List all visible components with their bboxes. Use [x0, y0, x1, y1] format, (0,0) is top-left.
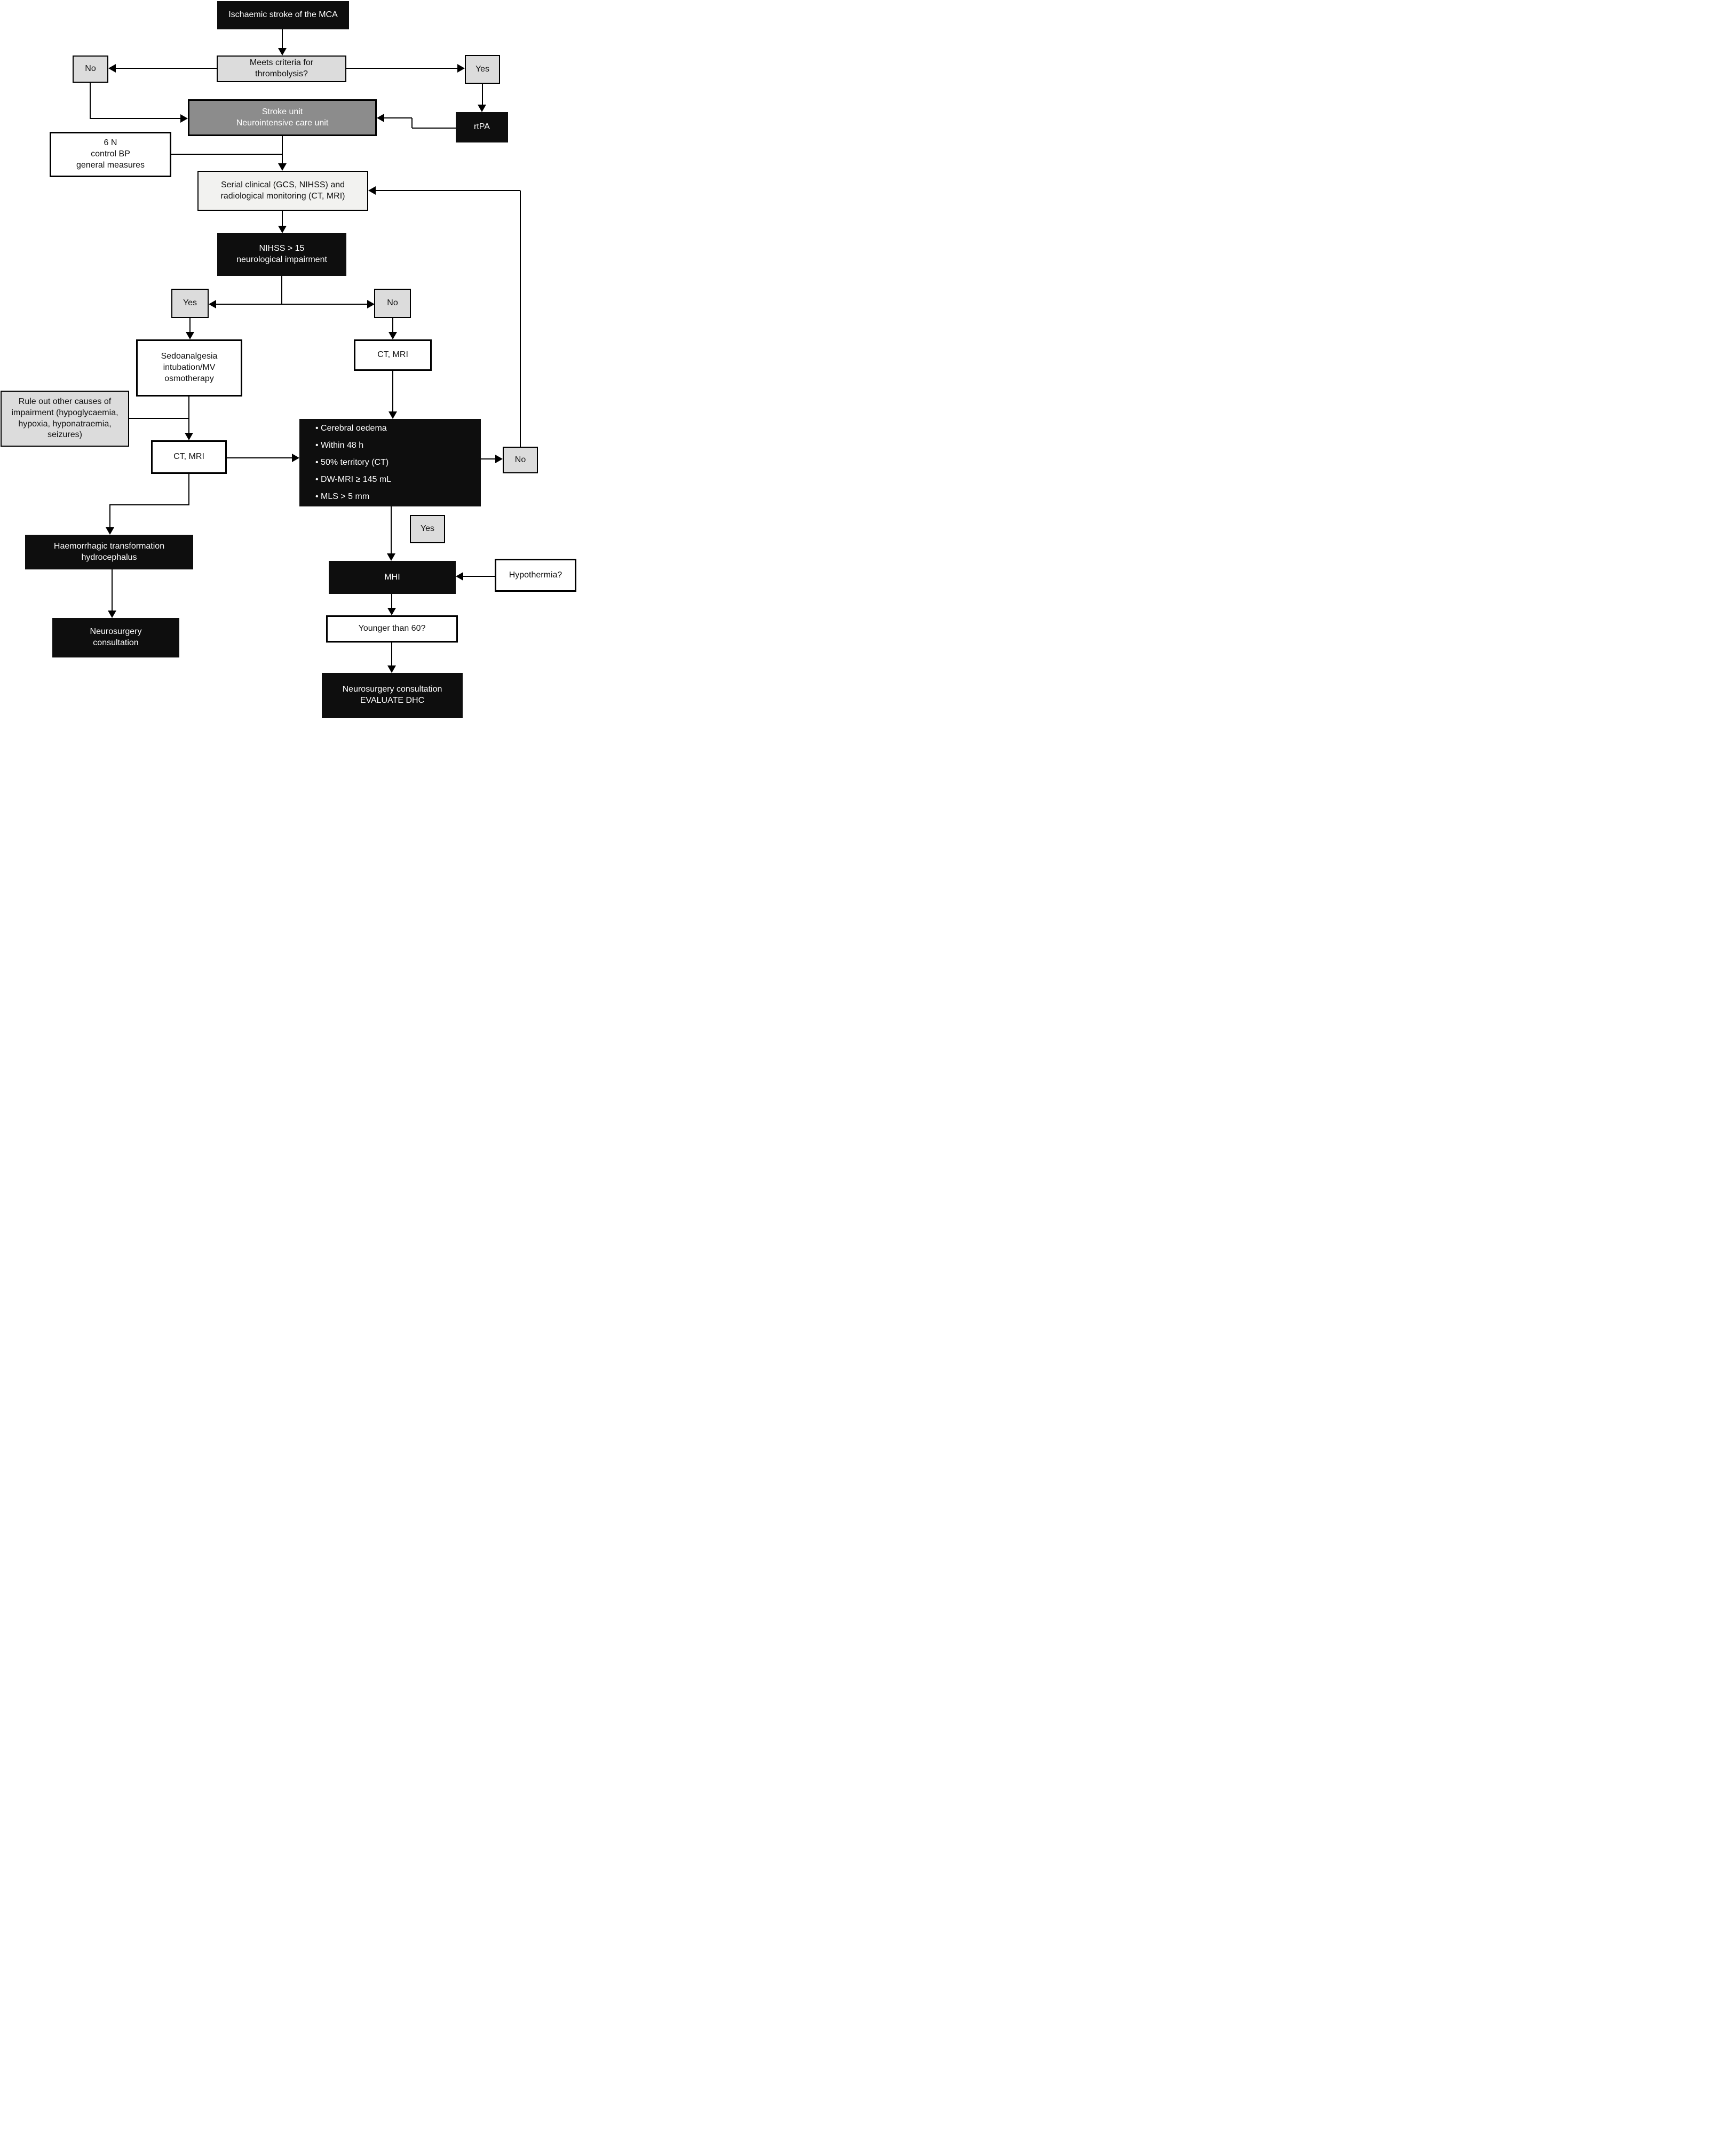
node-ct-mri-right: CT, MRI	[354, 339, 432, 371]
connector-ctmri-to-haem-v1	[188, 474, 189, 505]
node-stroke-unit: Stroke unit Neurointensive care unit	[188, 99, 377, 136]
node-neurosurgery-evaluate-dhc: Neurosurgery consultation EVALUATE DHC	[322, 673, 463, 718]
connector-ctmri-to-haem-h	[109, 504, 189, 505]
arrowhead-down-icon	[186, 332, 194, 339]
connector-stroke-to-criteria	[282, 29, 283, 48]
node-serial-monitoring: Serial clinical (GCS, NIHSS) and radiolo…	[197, 171, 368, 211]
connector-ctmri-to-haem-v2	[109, 504, 110, 527]
connector-nihss-split-h	[216, 304, 367, 305]
arrowhead-down-icon	[278, 226, 287, 233]
connector-serial-to-nihss	[282, 211, 283, 226]
arrowhead-left-icon	[456, 572, 463, 581]
arrowhead-down-icon	[389, 332, 397, 339]
connector-mhi-to-younger	[391, 594, 392, 608]
connector-strokeunit-to-serial	[282, 136, 283, 163]
connector-sedo-to-ctmri	[188, 397, 189, 433]
connector-rtpa-to-strokeunit-v	[411, 118, 413, 128]
arrowhead-down-icon	[106, 527, 114, 535]
connector-hypothermia-to-mhi	[463, 576, 495, 577]
connector-criteria-to-noright	[481, 458, 495, 459]
arrowhead-down-icon	[108, 611, 116, 618]
arrowhead-right-icon	[367, 300, 375, 308]
connector-criteria-to-yes	[346, 68, 457, 69]
arrowhead-right-icon	[495, 455, 503, 463]
node-rule-out-other-causes: Rule out other causes of impairment (hyp…	[1, 391, 129, 447]
connector-rtpa-to-strokeunit-h1	[412, 128, 456, 129]
arrowhead-down-icon	[387, 553, 395, 561]
connector-feedback-h	[376, 190, 520, 191]
connector-yes-to-sedo	[189, 318, 191, 332]
arrowhead-down-icon	[387, 665, 396, 673]
node-general-measures: 6 N control BP general measures	[50, 132, 171, 177]
flowchart-canvas: Ischaemic stroke of the MCA Meets criter…	[0, 0, 578, 719]
arrowhead-left-icon	[209, 300, 216, 308]
node-haemorrhagic-transformation: Haemorrhagic transformation hydrocephalu…	[25, 535, 193, 569]
arrowhead-left-icon	[368, 186, 376, 195]
connector-no-to-strokeunit-h	[90, 118, 180, 119]
arrowhead-right-icon	[292, 454, 299, 462]
connector-younger-to-final	[391, 643, 392, 665]
connector-nihss-split-v	[281, 276, 282, 305]
node-meets-criteria-thrombolysis: Meets criteria for thrombolysis?	[217, 56, 346, 82]
node-neurosurgery-consultation-left: Neurosurgery consultation	[52, 618, 179, 657]
label-no-nihss: No	[374, 289, 411, 318]
node-hypothermia: Hypothermia?	[495, 559, 576, 592]
connector-no-to-ctmri	[392, 318, 393, 332]
arrowhead-down-icon	[478, 105, 486, 112]
arrowhead-down-icon	[278, 163, 287, 171]
connector-ctmri-to-criteria-h	[227, 457, 292, 458]
connector-criteria-to-mhi	[391, 506, 392, 553]
node-sedoanalgesia: Sedoanalgesia intubation/MV osmotherapy	[136, 339, 242, 397]
node-nihss-gt-15: NIHSS > 15 neurological impairment	[217, 233, 346, 276]
arrowhead-right-icon	[457, 64, 465, 73]
arrowhead-down-icon	[278, 48, 287, 56]
connector-yes-to-rtpa	[482, 84, 483, 105]
connector-no-to-strokeunit-v	[90, 83, 91, 119]
label-yes-criteria: Yes	[410, 515, 445, 543]
arrowhead-right-icon	[180, 114, 188, 123]
arrowhead-left-icon	[108, 64, 116, 73]
connector-feedback-v	[520, 191, 521, 447]
arrowhead-down-icon	[387, 608, 396, 615]
label-yes-thrombolysis: Yes	[465, 55, 500, 84]
arrowhead-left-icon	[377, 114, 384, 122]
connector-ruleout-join	[129, 418, 189, 419]
connector-rtpa-to-strokeunit-h2	[384, 117, 412, 118]
node-ischaemic-stroke-mca: Ischaemic stroke of the MCA	[217, 1, 349, 29]
connector-criteria-to-no	[116, 68, 217, 69]
node-rtpa: rtPA	[456, 112, 508, 142]
label-yes-nihss: Yes	[171, 289, 209, 318]
node-mhi: MHI	[329, 561, 456, 594]
node-malignant-infarct-criteria: • Cerebral oedema • Within 48 h • 50% te…	[299, 419, 481, 506]
arrowhead-down-icon	[185, 433, 193, 440]
node-ct-mri-left: CT, MRI	[151, 440, 227, 474]
connector-ctmri-to-criteria	[392, 371, 393, 411]
label-no-thrombolysis: No	[73, 56, 108, 83]
connector-generalmeasures-join	[171, 154, 282, 155]
label-no-criteria: No	[503, 447, 538, 473]
connector-haem-to-neuro	[112, 569, 113, 611]
arrowhead-down-icon	[389, 411, 397, 419]
node-younger-than-60: Younger than 60?	[326, 615, 458, 643]
